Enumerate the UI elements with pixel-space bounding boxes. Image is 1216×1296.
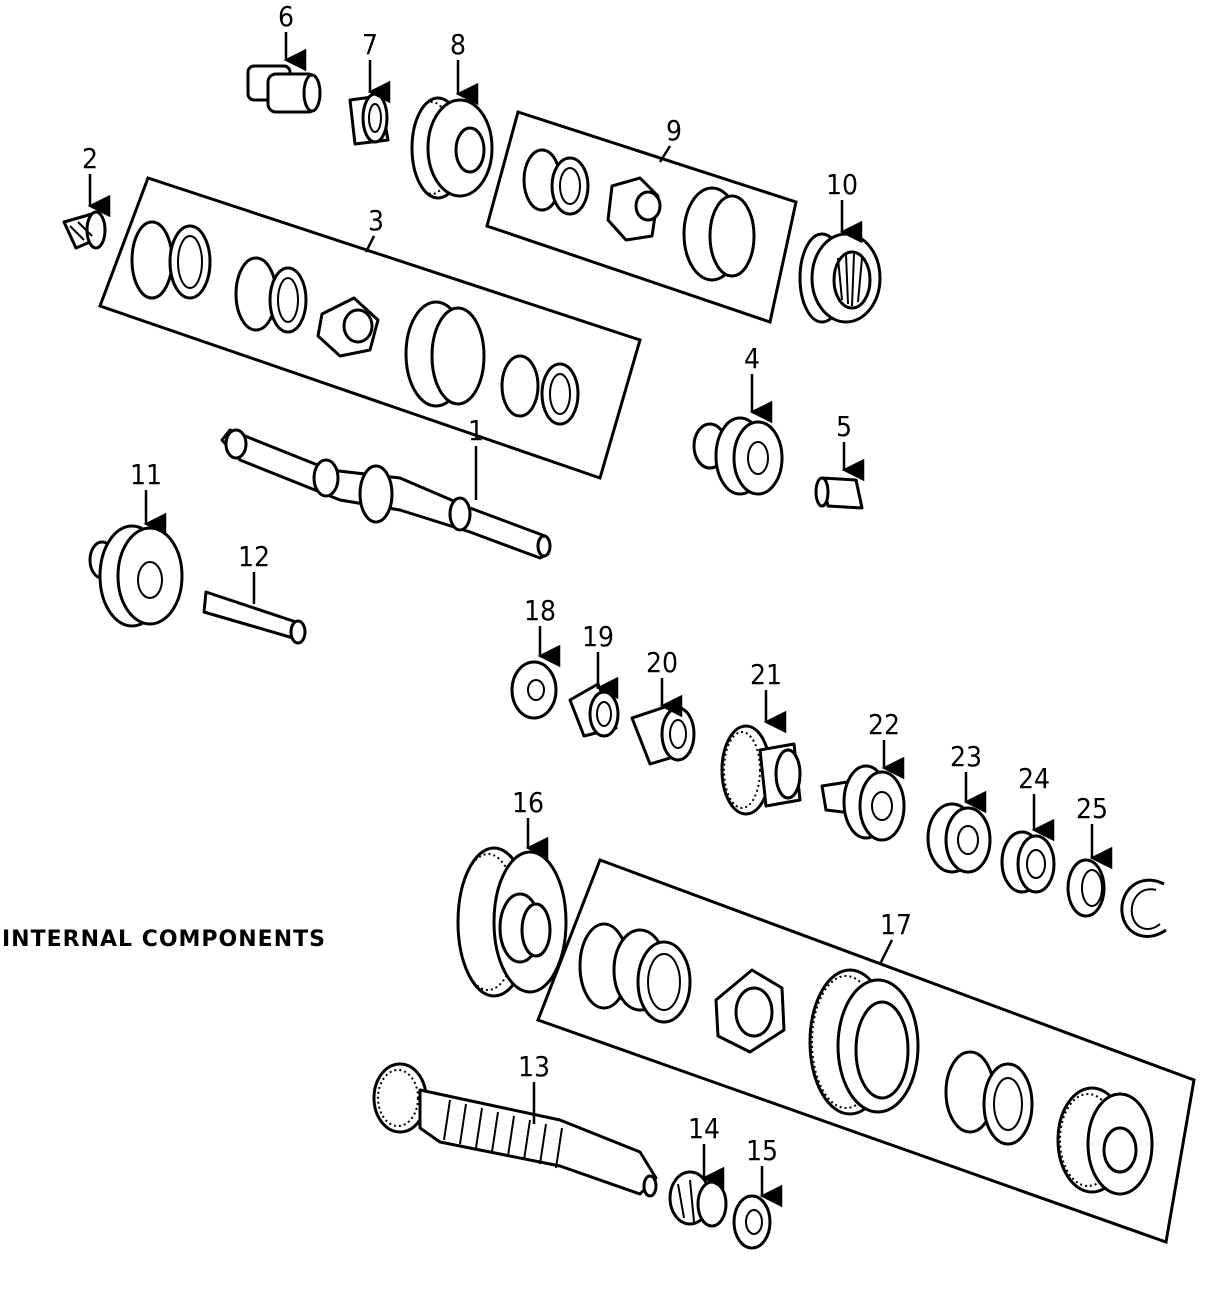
callout-15: 15 [746,1134,778,1167]
callout-14: 14 [688,1112,720,1145]
callout-5: 5 [836,410,852,443]
group-box-9 [485,110,798,324]
callout-12: 12 [238,540,270,573]
callout-13: 13 [518,1050,550,1083]
callout-21: 21 [750,658,782,691]
part-13-countershaft [372,1062,658,1198]
part-24-washer [1000,830,1056,894]
part-19-sleeve [568,682,620,738]
callout-labels: 6 7 8 9 10 2 3 4 5 1 11 12 18 19 20 21 2… [82,0,1108,1167]
callout-19: 19 [582,620,614,653]
callout-10: 10 [826,168,858,201]
part-14-bearing [668,1170,728,1228]
part-23-bearing [926,802,992,874]
part-21-gear [720,724,802,816]
callout-8: 8 [450,28,466,61]
group-box-3 [98,176,642,480]
part-10-bearing [798,232,882,324]
diagram-caption: INTERNAL COMPONENTS [2,927,326,952]
part-12-pin [202,590,307,645]
part-22-gear [820,764,906,842]
part-5-plug [814,476,864,510]
callout-23: 23 [950,740,982,773]
callout-24: 24 [1018,762,1050,795]
callout-11: 11 [130,458,162,491]
part-15-washer [732,1194,772,1250]
callout-6: 6 [278,0,294,33]
part-11-gear [88,524,184,628]
callout-20: 20 [646,646,678,679]
callout-1: 1 [468,414,484,447]
part-2-needle-bearing [62,210,107,250]
part-18-washer [510,660,558,720]
part-3-synchro-set [130,220,580,426]
part-9-synchro-set [522,148,756,282]
part-25-ring [1066,858,1106,918]
callout-3: 3 [368,204,384,237]
callout-7: 7 [362,28,378,61]
callout-leaders [87,32,1113,1208]
part-1-mainshaft [220,428,552,560]
callout-17: 17 [880,908,912,941]
callout-25: 25 [1076,792,1108,825]
callout-4: 4 [744,342,760,375]
part-17-synchro-set [578,922,1154,1196]
callout-2: 2 [82,142,98,175]
snap-ring [1120,878,1167,938]
part-4-gear [692,416,784,496]
group-box-17 [536,858,1196,1245]
part-16-gear [456,846,568,998]
callout-18: 18 [524,594,556,627]
part-7-sleeve [348,92,390,146]
part-6-pin [246,64,322,114]
callout-9: 9 [666,114,682,147]
callout-22: 22 [868,708,900,741]
part-20-needle-bearing [630,704,696,766]
callout-16: 16 [512,786,544,819]
part-8-gear [410,96,494,200]
